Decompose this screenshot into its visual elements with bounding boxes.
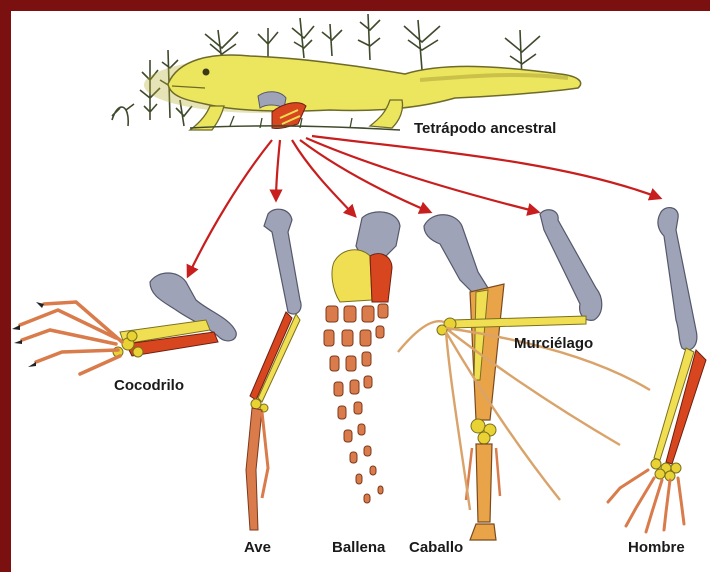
horse-leg [424, 215, 504, 540]
arrow-to-whale [292, 140, 355, 216]
arrow-to-human [312, 136, 660, 198]
label-crocodile: Cocodrilo [114, 377, 184, 394]
label-whale: Ballena [332, 539, 385, 556]
label-human: Hombre [628, 539, 685, 556]
crocodile-forelimb [12, 273, 236, 374]
evolution-arrows [188, 136, 660, 276]
whale-flipper [324, 212, 400, 503]
label-horse: Caballo [409, 539, 463, 556]
arrow-to-bird [276, 140, 280, 200]
label-bird: Ave [244, 539, 271, 556]
bat-wing [398, 210, 650, 510]
ancestral-tetrapod-illustration [144, 55, 581, 130]
human-arm [608, 208, 706, 532]
diagram-panel: Tetrápodo ancestral Cocodrilo Ave Ballen… [11, 11, 710, 572]
bird-wing [246, 209, 301, 530]
label-bat: Murciélago [514, 335, 593, 352]
label-ancestral-tetrapod: Tetrápodo ancestral [414, 120, 556, 137]
diagram-svg [11, 11, 710, 572]
arrow-to-crocodile [188, 140, 272, 276]
